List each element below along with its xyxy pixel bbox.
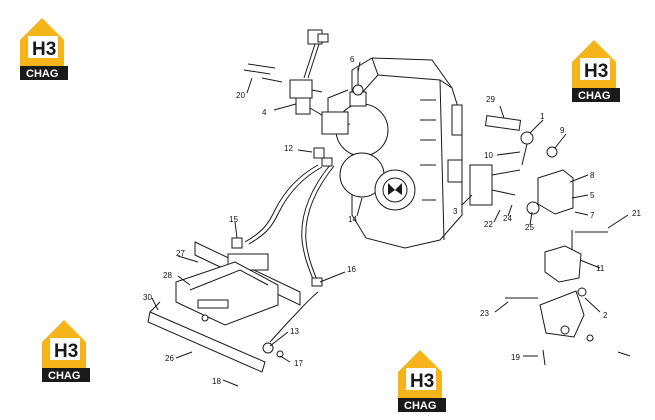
callout-30: 30: [143, 293, 152, 302]
logo-mark: H3: [54, 341, 78, 362]
callout-9: 9: [560, 126, 565, 135]
callout-12: 12: [284, 144, 293, 153]
callout-29: 29: [486, 95, 495, 104]
callout-7: 7: [590, 211, 595, 220]
callout-leaders: [151, 61, 629, 387]
callout-13: 13: [290, 327, 299, 336]
transmission-housing: [327, 57, 463, 249]
shift-linkage: [243, 29, 349, 135]
brand-logo-top-right: H3 CHAG: [572, 40, 620, 102]
brand-logo-bottom-left: H3 CHAG: [42, 320, 90, 382]
right-mount-parts: [469, 115, 631, 366]
callout-14: 14: [348, 215, 357, 224]
logo-mark: H3: [584, 61, 608, 82]
callout-26: 26: [165, 354, 174, 363]
callout-3: 3: [453, 207, 458, 216]
callout-17: 17: [294, 359, 303, 368]
logo-caption: CHAG: [48, 370, 80, 382]
brand-logo-top-left: H3 CHAG: [20, 18, 68, 80]
callout-2: 2: [603, 311, 608, 320]
callout-numbers: 1 2 3 4 5 6 7 8 9 10 11 12 13 14 15 16 1…: [143, 55, 641, 386]
callout-28: 28: [163, 271, 172, 280]
callout-15: 15: [229, 215, 238, 224]
logo-mark: H3: [32, 39, 56, 60]
logo-caption: CHAG: [26, 68, 58, 80]
callout-22: 22: [484, 220, 493, 229]
callout-25: 25: [525, 223, 534, 232]
callout-24: 24: [503, 214, 512, 223]
callout-11: 11: [596, 264, 605, 273]
logo-mark: H3: [410, 371, 434, 392]
brand-logo-bottom-center: H3 CHAG: [398, 350, 446, 412]
callout-5: 5: [590, 191, 595, 200]
callout-8: 8: [590, 171, 595, 180]
callout-20: 20: [236, 91, 245, 100]
callout-21: 21: [632, 209, 641, 218]
logo-caption: CHAG: [578, 90, 610, 102]
callout-19: 19: [511, 353, 520, 362]
logo-caption: CHAG: [404, 400, 436, 412]
callout-23: 23: [480, 309, 489, 318]
callout-16: 16: [347, 265, 356, 274]
callout-18: 18: [212, 377, 221, 386]
callout-10: 10: [484, 151, 493, 160]
filter-bracket-assembly: [147, 237, 301, 373]
callout-6: 6: [350, 55, 355, 64]
breather-assembly: [349, 68, 367, 107]
callout-1: 1: [540, 112, 545, 121]
callout-4: 4: [262, 108, 267, 117]
hoses: [244, 147, 335, 343]
callout-27: 27: [176, 249, 185, 258]
